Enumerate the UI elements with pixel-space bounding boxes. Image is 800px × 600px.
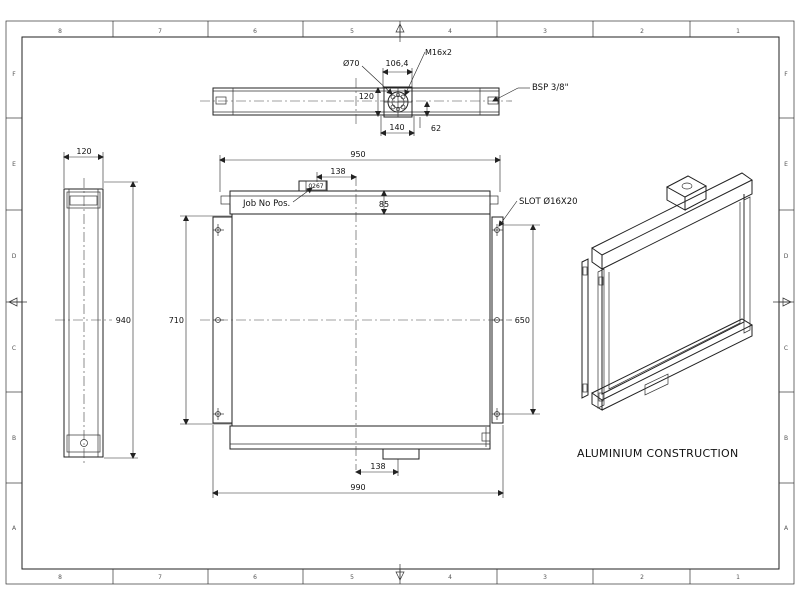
dim-950: 950 <box>350 150 365 159</box>
grid-label: 4 <box>448 28 452 35</box>
side-view: 120 940 <box>55 147 138 465</box>
grid-label: 2 <box>640 28 644 35</box>
isometric-view <box>581 172 754 411</box>
dim-650: 650 <box>515 316 530 325</box>
grid-label: D <box>784 253 789 260</box>
grid-label: 5 <box>350 28 354 35</box>
grid-label: 8 <box>58 28 62 35</box>
dim-side-120: 120 <box>76 147 91 156</box>
grid-label: A <box>784 525 789 532</box>
grid-label: C <box>12 345 16 352</box>
front-view: 0267 950 138 85 Job No Pos. SLOT Ø16X20 … <box>169 150 578 498</box>
dim-120: 120 <box>359 92 374 101</box>
slot-label: SLOT Ø16X20 <box>519 196 578 207</box>
drawing-border: 8 7 6 5 4 3 2 1 8 7 6 5 4 3 2 1 F E D C … <box>5 20 795 585</box>
dim-106-4: 106,4 <box>386 59 409 68</box>
grid-label: 6 <box>253 574 257 581</box>
job-label: Job No Pos. <box>242 199 290 209</box>
dim-990: 990 <box>350 483 365 492</box>
grid-bottom-labels: 8 7 6 5 4 3 2 1 <box>58 574 740 581</box>
grid-right-labels: F E D C B A <box>784 71 789 532</box>
grid-label: 1 <box>736 28 740 35</box>
dim-62: 62 <box>431 124 441 133</box>
manifold-port <box>383 86 413 118</box>
grid-label: 5 <box>350 574 354 581</box>
grid-label: 7 <box>158 574 162 581</box>
grid-label: 7 <box>158 28 162 35</box>
grid-label: E <box>784 161 788 168</box>
construction-note: ALUMINIUM CONSTRUCTION <box>577 447 739 460</box>
dim-d70: Ø70 <box>343 58 359 68</box>
dim-138-bottom: 138 <box>370 462 385 471</box>
grid-label: 3 <box>543 28 547 35</box>
grid-label: 4 <box>448 574 452 581</box>
grid-label: B <box>784 435 788 442</box>
grid-label: F <box>12 71 16 78</box>
end-fitting <box>215 96 227 105</box>
plate-text: 0267 <box>308 183 323 190</box>
grid-label: 8 <box>58 574 62 581</box>
grid-label: F <box>784 71 788 78</box>
grid-label: D <box>12 253 17 260</box>
bsp-label: BSP 3/8" <box>532 83 569 93</box>
dim-138-top: 138 <box>330 167 345 176</box>
grid-label: 2 <box>640 574 644 581</box>
dim-side-940: 940 <box>116 316 131 325</box>
grid-label: A <box>12 525 17 532</box>
dim-m16x2: M16x2 <box>425 48 452 57</box>
top-view: 106,4 Ø70 M16x2 120 140 62 BSP 3/8" <box>200 48 569 136</box>
dim-140: 140 <box>389 123 404 132</box>
dim-85: 85 <box>379 200 389 209</box>
dim-710: 710 <box>169 316 184 325</box>
grid-left-labels: F E D C B A <box>12 71 17 532</box>
grid-label: C <box>784 345 788 352</box>
iso-flange-left <box>581 258 589 399</box>
grid-label: 6 <box>253 28 257 35</box>
end-fitting <box>487 96 499 105</box>
grid-label: B <box>12 435 16 442</box>
grid-label: E <box>12 161 16 168</box>
grid-label: 3 <box>543 574 547 581</box>
grid-label: 1 <box>736 574 740 581</box>
job-plate <box>305 180 327 191</box>
grid-top-labels: 8 7 6 5 4 3 2 1 <box>58 28 740 35</box>
